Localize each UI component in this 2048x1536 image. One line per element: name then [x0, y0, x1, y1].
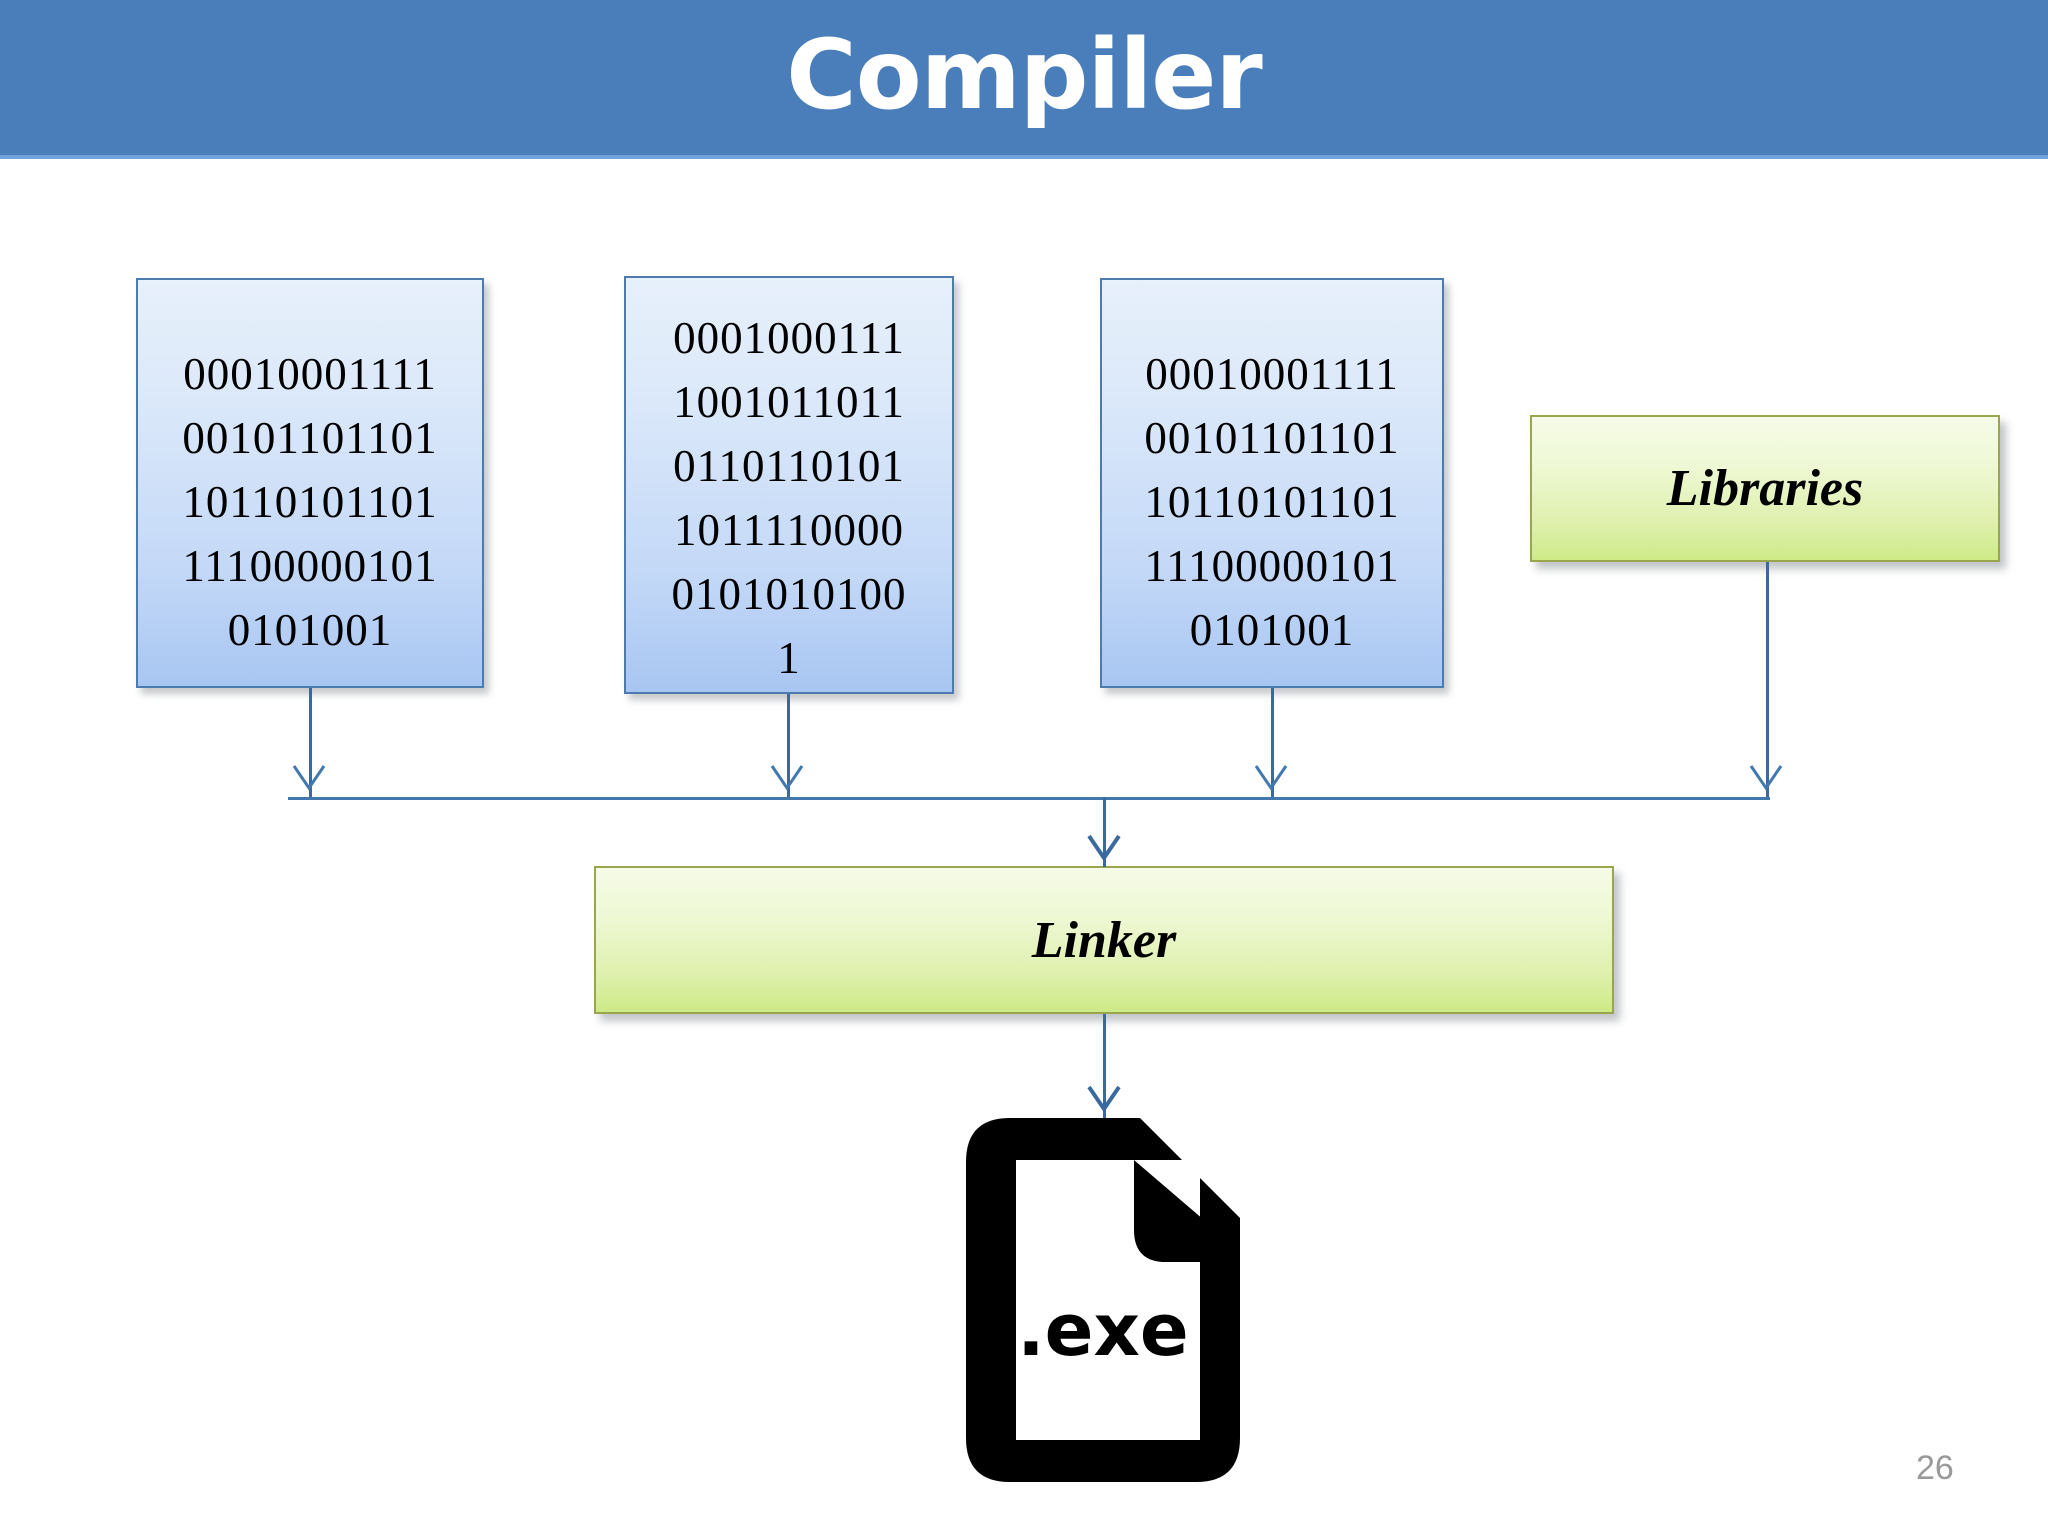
connector-line-obj2	[787, 694, 790, 798]
title-bar	[0, 0, 2048, 155]
exe-file-label: .exe	[1017, 1288, 1189, 1372]
connector-bus-line	[288, 797, 1770, 800]
object-code-box-3-text: 00010001111 00101101101 10110101101 1110…	[1144, 349, 1400, 655]
object-code-box-1-text: 00010001111 00101101101 10110101101 1110…	[182, 349, 438, 655]
arrowhead-linker-icon	[1087, 834, 1121, 862]
libraries-label: Libraries	[1666, 460, 1864, 517]
page-title: Compiler	[786, 19, 1262, 131]
connector-line-to-linker	[1103, 797, 1106, 867]
object-code-box-3: 00010001111 00101101101 10110101101 1110…	[1100, 278, 1444, 688]
connector-line-libraries	[1766, 562, 1769, 798]
object-code-box-2-text: 0001000111 1001011011 0110110101 1011110…	[671, 313, 907, 683]
linker-box: Linker	[594, 866, 1614, 1014]
exe-file-icon	[966, 1118, 1240, 1482]
connector-line-obj1	[309, 688, 312, 798]
connector-line-obj3	[1271, 688, 1274, 798]
arrowhead-obj3-icon	[1254, 765, 1288, 791]
libraries-box: Libraries	[1530, 415, 2000, 562]
object-code-box-2: 0001000111 1001011011 0110110101 1011110…	[624, 276, 954, 694]
arrowhead-exe-icon	[1087, 1085, 1121, 1113]
arrowhead-obj1-icon	[292, 765, 326, 791]
object-code-box-1: 00010001111 00101101101 10110101101 1110…	[136, 278, 484, 688]
linker-label: Linker	[1031, 911, 1177, 969]
arrowhead-libraries-icon	[1749, 765, 1783, 791]
title-bar-underline	[0, 155, 2048, 159]
connector-line-to-exe	[1103, 1014, 1106, 1119]
page-number: 26	[1916, 1449, 1954, 1487]
arrowhead-obj2-icon	[770, 765, 804, 791]
